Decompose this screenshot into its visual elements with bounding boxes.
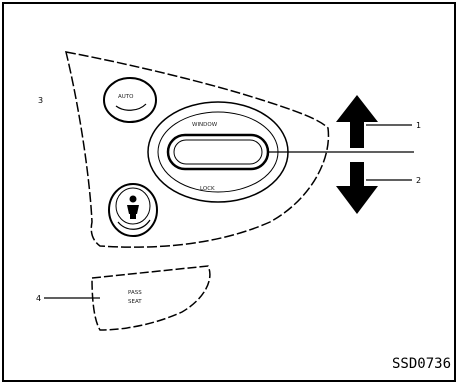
callout-2: 2	[416, 176, 421, 185]
control-panel-outline	[65, 51, 330, 248]
switch-top-label: WINDOW	[192, 122, 218, 128]
callout-1: 1	[416, 121, 421, 130]
down-arrow-icon	[336, 162, 378, 214]
callout-3: 3	[38, 96, 43, 105]
plate-label-line2: SEAT	[128, 299, 142, 305]
callout-4: 4	[36, 294, 41, 303]
upper-button: AUTO	[103, 77, 157, 123]
up-arrow-icon	[336, 95, 378, 148]
switch-bottom-label: LOCK	[200, 186, 215, 192]
lower-button	[108, 183, 158, 237]
window-switch: WINDOW LOCK	[147, 101, 289, 203]
upper-button-label: AUTO	[118, 94, 134, 100]
seat-icon	[127, 195, 139, 219]
plate-label-line1: PASS	[128, 290, 142, 296]
image-code: SSD0736	[392, 356, 452, 372]
lower-plate: PASS SEAT	[91, 265, 211, 331]
